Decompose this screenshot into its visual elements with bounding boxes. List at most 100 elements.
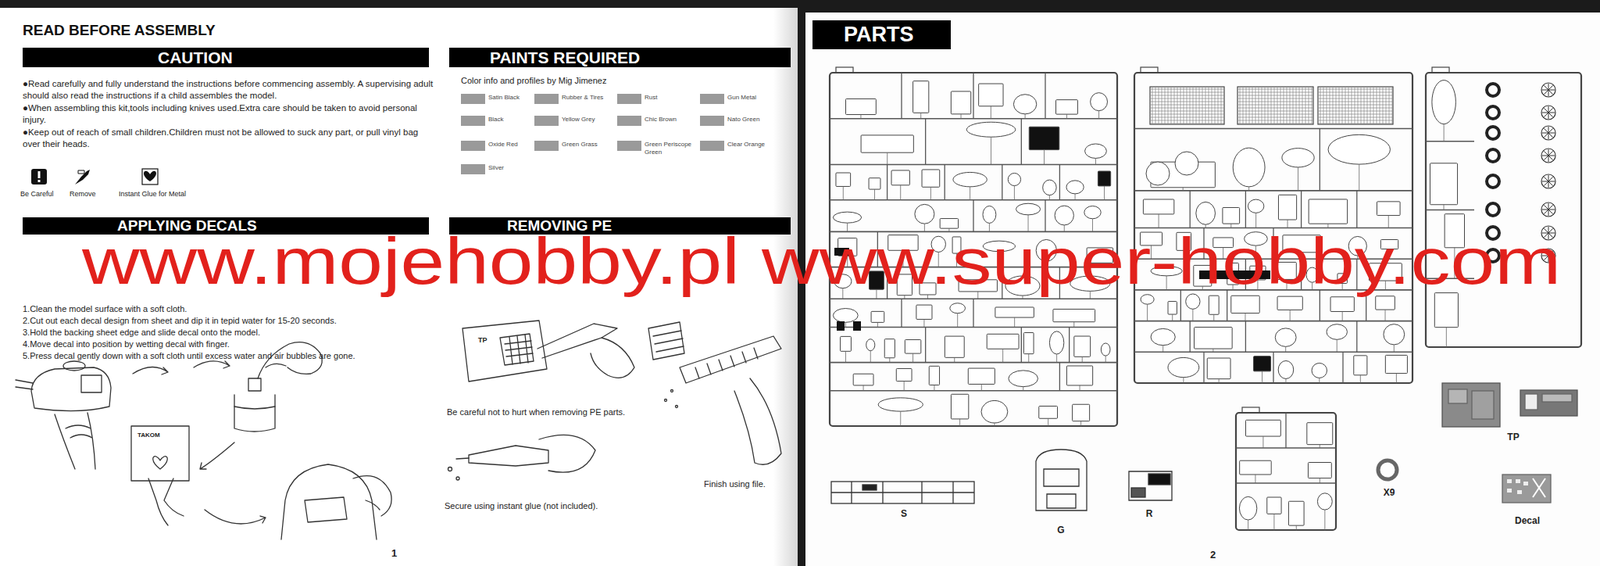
sprue-frame-part — [829, 164, 1118, 166]
sprue-frame-part — [1278, 360, 1294, 379]
sprue-frame-part — [1385, 354, 1408, 373]
grille-part-part — [1299, 87, 1300, 124]
loose-parts-part — [1471, 390, 1494, 419]
sprue-frame-part — [845, 321, 847, 327]
paint-name: Gun Metal — [727, 93, 778, 102]
caution-icons-part — [75, 169, 90, 185]
sprue-frame-part — [1212, 348, 1214, 352]
sprue-frame-part — [967, 367, 995, 384]
spoked-wheel-part — [1543, 107, 1553, 117]
sprue-letter: TP — [1507, 431, 1519, 443]
sprue-frame-part — [1245, 190, 1247, 229]
sprue-frame-part — [939, 218, 958, 229]
paint-chips-part — [700, 115, 725, 126]
grille-part-part — [1323, 87, 1325, 124]
grille-part-part — [1329, 87, 1331, 124]
sprue-frame — [1235, 407, 1336, 530]
grille-part-part — [1354, 87, 1356, 124]
sprue-frame-part — [1098, 110, 1100, 119]
decal-steps-illustration-part — [204, 509, 266, 524]
grille-part-part — [1199, 87, 1200, 124]
paint-chips-part — [700, 93, 725, 104]
paint-name: Green Grass — [561, 140, 612, 149]
grille-part-part — [1150, 123, 1224, 125]
grille-part-part — [1238, 114, 1313, 115]
removing-pe-illustration — [448, 320, 783, 480]
sprue-frame-part — [900, 185, 901, 200]
sprue-frame-part — [1044, 200, 1046, 233]
grille-part-part — [1152, 87, 1154, 124]
sprue-frame-part — [1007, 172, 1021, 186]
spoked-wheel-part — [1543, 85, 1553, 94]
removing-pe-illustration-part — [448, 467, 453, 472]
sprue-frame-part — [1326, 324, 1347, 340]
sprue-frame-part — [1319, 289, 1321, 322]
sprue-frame-part — [1245, 321, 1247, 353]
caution-icons — [31, 168, 158, 185]
grille-part-part — [1150, 120, 1224, 122]
sprue-frame-part — [1142, 199, 1174, 215]
paint-chips-part — [460, 115, 486, 126]
loose-parts-part — [1502, 474, 1551, 503]
grille-part-part — [1296, 87, 1297, 124]
sprue-frame-part — [1318, 377, 1320, 383]
grille-part-part — [1379, 87, 1381, 124]
sprue-frame-part — [1066, 365, 1093, 386]
sprue-frame-part — [886, 164, 888, 200]
sprue-frame-part — [900, 72, 902, 119]
sprue-frame-part — [1028, 353, 1029, 363]
sprue-frame-part — [832, 211, 861, 223]
grille-part-part — [1318, 101, 1393, 103]
sprue-frame-part — [1434, 292, 1458, 328]
paint-credit: Color info and profiles by Mig Jimenez — [460, 75, 607, 86]
band-heading: CAUTION — [157, 47, 233, 68]
grille-part-part — [1339, 87, 1340, 124]
grille-part-part — [1311, 87, 1313, 124]
grille-part-part — [1286, 87, 1288, 124]
sprue-frame-part — [1021, 118, 1022, 165]
sprue-frame-part — [1255, 212, 1257, 228]
grille-part-part — [1238, 107, 1313, 109]
caution-icons-part — [143, 171, 157, 182]
grille-part-part — [1208, 87, 1210, 124]
loose-parts-part — [1507, 478, 1512, 483]
loose-parts-part — [1131, 487, 1146, 497]
sprue-frame-part — [1002, 348, 1004, 362]
sprue-frame-part — [1328, 134, 1390, 165]
sprue-frame-part — [1356, 190, 1358, 229]
sprue-frame-part — [1277, 296, 1303, 310]
sprue-frame-part — [1230, 223, 1232, 228]
grille-part-part — [1242, 87, 1244, 124]
removing-pe-illustration-part — [456, 476, 460, 480]
grille-part-part — [1318, 95, 1393, 97]
grille-part-part — [1238, 89, 1313, 90]
grille-part-part — [1164, 87, 1166, 124]
sprue-frame-part — [1486, 106, 1500, 119]
sprue-frame-part — [1182, 377, 1184, 383]
sprue-frame-part — [904, 339, 921, 354]
paint-chips-part — [534, 93, 559, 104]
sprue-frame-part — [871, 310, 885, 322]
sprue-frame-part — [1239, 496, 1257, 520]
removing-pe-illustration-part — [500, 333, 534, 365]
sprue-frame-part — [1079, 385, 1081, 391]
sprue-frame-part — [1075, 193, 1076, 200]
spoked-wheel — [1541, 174, 1556, 189]
sprue-frame-part — [1194, 327, 1233, 350]
sprue-frame-part — [916, 304, 933, 319]
grille-part-part — [1177, 87, 1179, 124]
heading-band: PARTS — [812, 20, 951, 50]
grille-part-part — [1348, 87, 1350, 124]
sprue-frame-part — [933, 385, 935, 391]
grille-part-part — [1186, 87, 1188, 124]
sprue-frame-part — [1319, 128, 1321, 190]
grille-part-part — [1150, 101, 1224, 103]
sprue-frame-part — [1307, 422, 1333, 445]
sprue-frame-part — [1054, 205, 1074, 225]
sprue-frame-part — [1242, 407, 1260, 413]
sprue-frame-part — [993, 422, 995, 426]
sprue-frame-part — [1105, 355, 1107, 363]
grille-part-part — [1150, 89, 1224, 90]
sprue-frame-part — [1167, 357, 1200, 377]
